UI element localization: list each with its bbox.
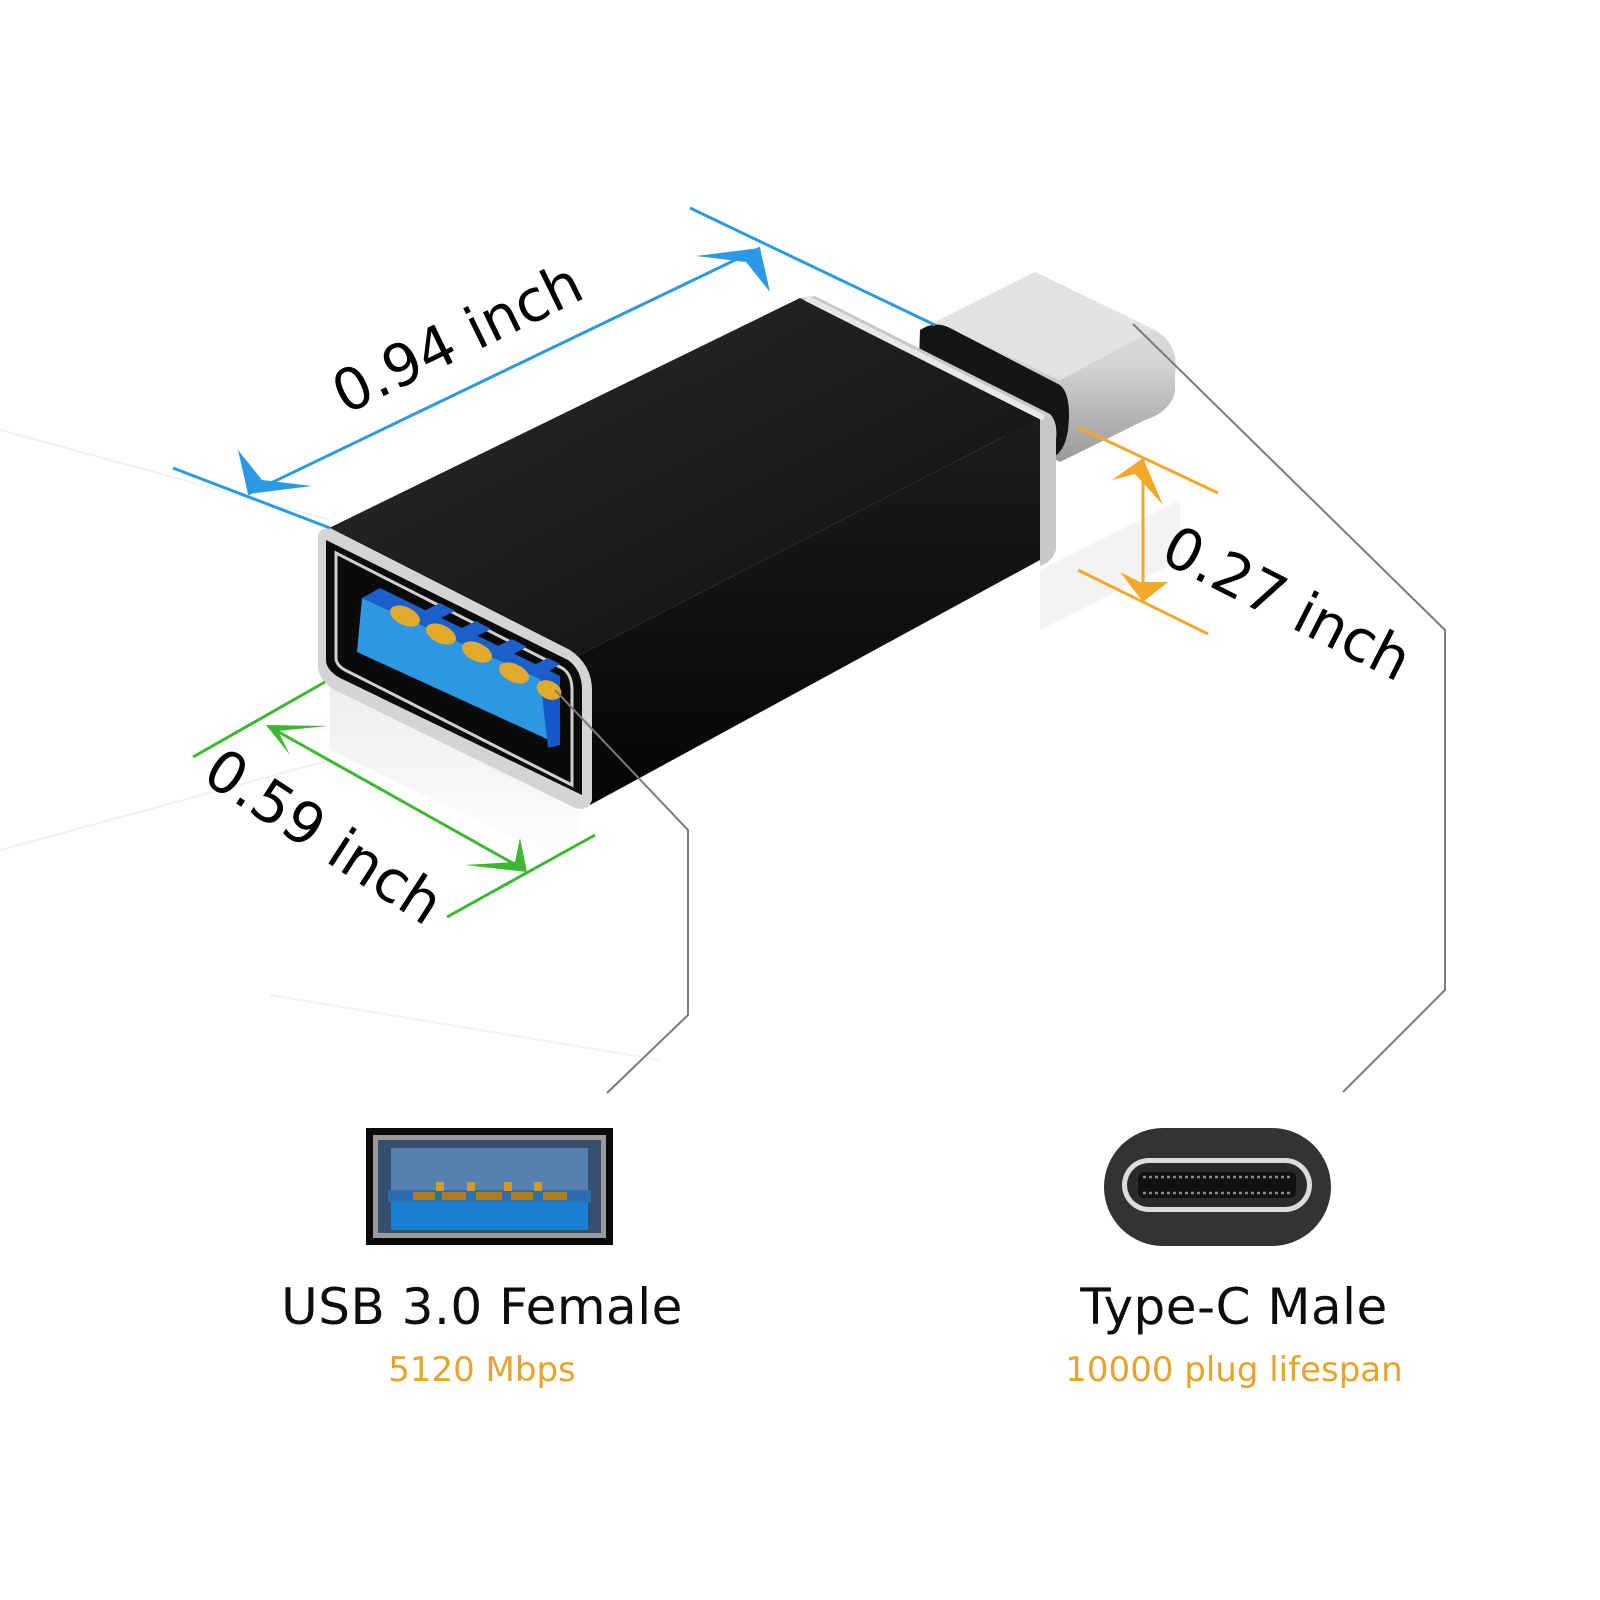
usb-c-port-icon [1104, 1128, 1331, 1246]
height-label: 0.27 inch [1152, 512, 1423, 695]
usb-a-spec: 5120 Mbps [388, 1350, 576, 1390]
leader-lines [554, 323, 1446, 1094]
dimension-width [192, 680, 596, 919]
adapter-reflection [330, 500, 1180, 870]
usb-a-port-icon [366, 1128, 613, 1245]
usb-a-caption: USB 3.0 Female 5120 Mbps [182, 1278, 782, 1390]
usb-a-title: USB 3.0 Female [281, 1278, 683, 1336]
usb-pins [390, 605, 562, 700]
usb-c-spec: 10000 plug lifespan [1065, 1350, 1403, 1390]
usb-c-caption: Type-C Male 10000 plug lifespan [934, 1278, 1534, 1390]
dimension-length [172, 206, 936, 530]
usb-c-title: Type-C Male [1080, 1278, 1388, 1336]
floor-lines [0, 429, 661, 1061]
usb-a-tongue [357, 588, 562, 748]
length-label: 0.94 inch [321, 248, 593, 427]
dimension-height [1077, 425, 1219, 636]
